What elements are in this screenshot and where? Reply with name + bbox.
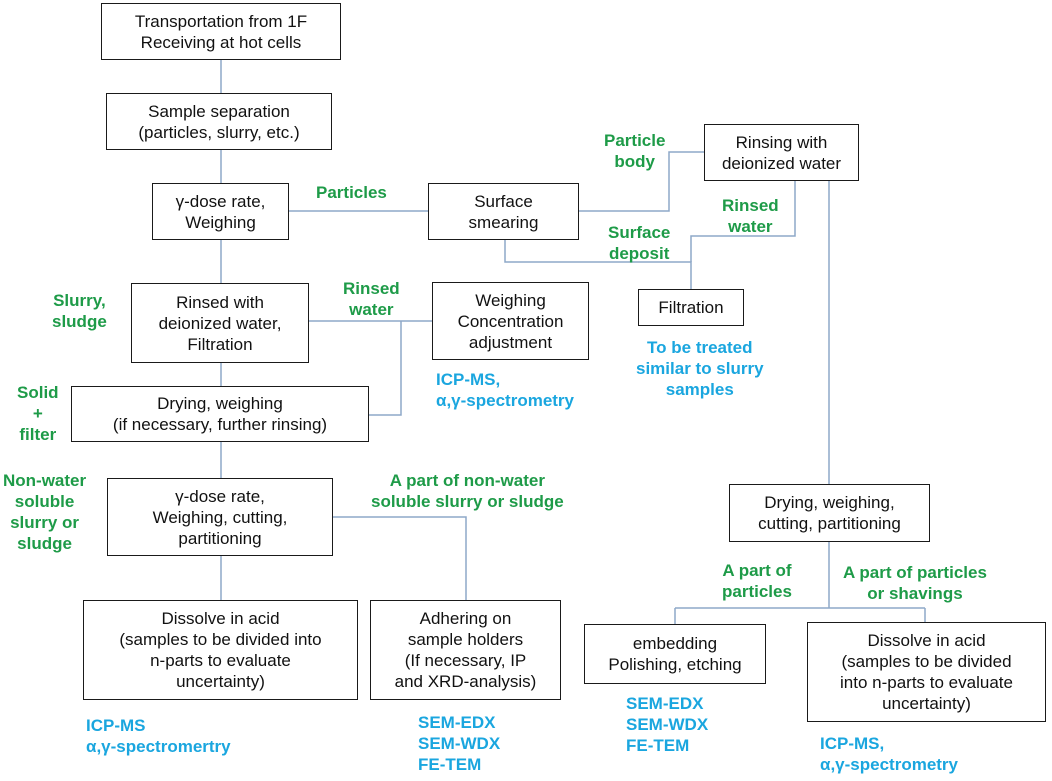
box-sample-separation: Sample separation (particles, slurry, et…	[106, 93, 332, 150]
box-surface-smearing: Surface smearing	[428, 183, 579, 240]
link-rinsing-water-down	[690, 181, 796, 262]
box-adhering-sample-holders: Adhering on sample holders (If necessary…	[370, 600, 561, 700]
label-particles: Particles	[316, 183, 387, 202]
box-surface-smearing-text: Surface smearing	[468, 191, 539, 232]
label-rinsed-water-top: Rinsed water	[722, 196, 779, 236]
label-slurry-sludge: Slurry, sludge	[52, 291, 107, 331]
box-sample-separation-text: Sample separation (particles, slurry, et…	[138, 101, 300, 142]
box-dissolve-acid-right: Dissolve in acid (samples to be divided …	[807, 622, 1046, 722]
box-dose-rate-weighing-text: γ-dose rate, Weighing	[175, 191, 266, 232]
label-rinsed-water-mid: Rinsed water	[343, 279, 400, 319]
box-dissolve-acid-right-text: Dissolve in acid (samples to be divided …	[840, 631, 1013, 713]
link-smearing-rinsing	[579, 151, 704, 212]
label-treated-similar: To be treated similar to slurry samples	[636, 338, 764, 399]
label-icp-ms-middle: ICP-MS, α,γ-spectrometry	[436, 370, 575, 410]
label-solid-filter: Solid + filter	[17, 383, 59, 444]
box-dose-rate-cutting-text: γ-dose rate, Weighing, cutting, partitio…	[152, 486, 288, 548]
box-drying-cutting-partitioning-text: Drying, weighing, cutting, partitioning	[758, 493, 901, 533]
label-sem-middle: SEM-EDX SEM-WDX FE-TEM	[418, 713, 501, 774]
label-surface-deposit: Surface deposit	[608, 223, 671, 263]
box-drying-weighing: Drying, weighing (if necessary, further …	[71, 386, 369, 442]
label-sem-right: SEM-EDX SEM-WDX FE-TEM	[626, 694, 709, 755]
box-weighing-concentration: Weighing Concentration adjustment	[432, 282, 589, 360]
box-rinsed-filtration: Rinsed with deionized water, Filtration	[131, 283, 309, 363]
label-non-water-soluble: Non-water soluble slurry or sludge	[3, 471, 87, 553]
label-part-of-particles: A part of particles	[722, 561, 792, 601]
label-particle-body: Particle body	[604, 131, 666, 171]
box-embedding-polishing-text: embedding Polishing, etching	[608, 634, 742, 674]
box-rinsing-deionized-water-text: Rinsing with deionized water	[721, 132, 842, 173]
box-dissolve-acid-left: Dissolve in acid (samples to be divided …	[83, 600, 358, 700]
label-part-non-water: A part of non-water soluble slurry or sl…	[371, 471, 564, 511]
box-adhering-sample-holders-text: Adhering on sample holders (If necessary…	[394, 609, 537, 691]
link-dosecut-adhering	[333, 516, 467, 600]
box-filtration: Filtration	[638, 289, 744, 326]
box-transportation-text: Transportation from 1F Receiving at hot …	[134, 11, 308, 52]
box-filtration-text: Filtration	[658, 298, 724, 317]
link-drying-loop	[369, 321, 402, 416]
label-part-particles-shavings: A part of particles or shavings	[843, 563, 987, 603]
box-embedding-polishing: embedding Polishing, etching	[584, 624, 766, 684]
label-icp-ms-bottom-left: ICP-MS α,γ-spectromertry	[86, 716, 231, 756]
label-icp-ms-bottom-right: ICP-MS, α,γ-spectrometry	[820, 734, 959, 774]
box-dose-rate-weighing: γ-dose rate, Weighing	[152, 183, 289, 240]
link-smearing-filtration	[504, 240, 692, 289]
box-dose-rate-cutting: γ-dose rate, Weighing, cutting, partitio…	[107, 478, 333, 556]
box-drying-cutting-partitioning: Drying, weighing, cutting, partitioning	[729, 484, 930, 542]
box-drying-weighing-text: Drying, weighing (if necessary, further …	[112, 394, 328, 434]
box-rinsed-filtration-text: Rinsed with deionized water, Filtration	[158, 292, 282, 354]
box-transportation: Transportation from 1F Receiving at hot …	[101, 3, 341, 60]
box-weighing-concentration-text: Weighing Concentration adjustment	[457, 290, 564, 352]
box-dissolve-acid-left-text: Dissolve in acid (samples to be divided …	[119, 609, 322, 691]
box-rinsing-deionized-water: Rinsing with deionized water	[704, 124, 859, 181]
